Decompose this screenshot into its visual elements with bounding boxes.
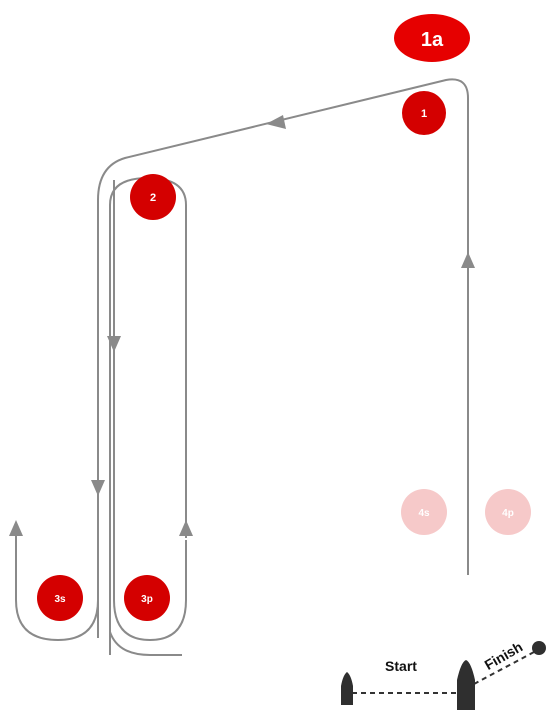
course-path-outer xyxy=(97,78,469,638)
mark-label: 1 xyxy=(421,108,427,120)
mark-label: 4s xyxy=(418,508,430,519)
direction-arrows xyxy=(9,115,475,536)
arrow-up-icon xyxy=(461,252,475,268)
start-boat-icon xyxy=(341,672,353,705)
finish-pin-icon xyxy=(532,641,546,655)
mark-3p: 3p xyxy=(124,575,170,621)
mark-label: 2 xyxy=(150,192,156,204)
mark-1: 1 xyxy=(402,91,446,135)
mark-3s: 3s xyxy=(37,575,83,621)
course-path-3s-loop xyxy=(15,500,99,642)
mark-label: 4p xyxy=(502,508,514,519)
start-label: Start xyxy=(385,658,417,674)
course-badge-label: 1a xyxy=(421,29,444,51)
course-path-3p-loop xyxy=(113,180,187,642)
start-finish-area: Start Finish xyxy=(341,638,546,710)
course-path-bottom xyxy=(109,631,182,656)
mark-label: 3s xyxy=(54,594,66,605)
arrow-up-icon xyxy=(9,520,23,536)
mark-4p: 4p xyxy=(485,489,531,535)
finish-line xyxy=(473,651,535,685)
arrow-up-icon xyxy=(179,520,193,536)
course-lines xyxy=(15,78,469,656)
arrow-down-icon xyxy=(91,480,105,496)
course-path-mark2-loop xyxy=(109,176,187,655)
course-badge: 1a xyxy=(394,14,470,62)
mark-4s: 4s xyxy=(401,489,447,535)
mark-2: 2 xyxy=(130,174,176,220)
finish-label: Finish xyxy=(482,638,526,672)
arrow-down-icon xyxy=(107,336,121,352)
mark-label: 3p xyxy=(141,594,153,605)
arrow-left-icon xyxy=(266,115,286,129)
committee-boat-icon xyxy=(457,660,475,710)
